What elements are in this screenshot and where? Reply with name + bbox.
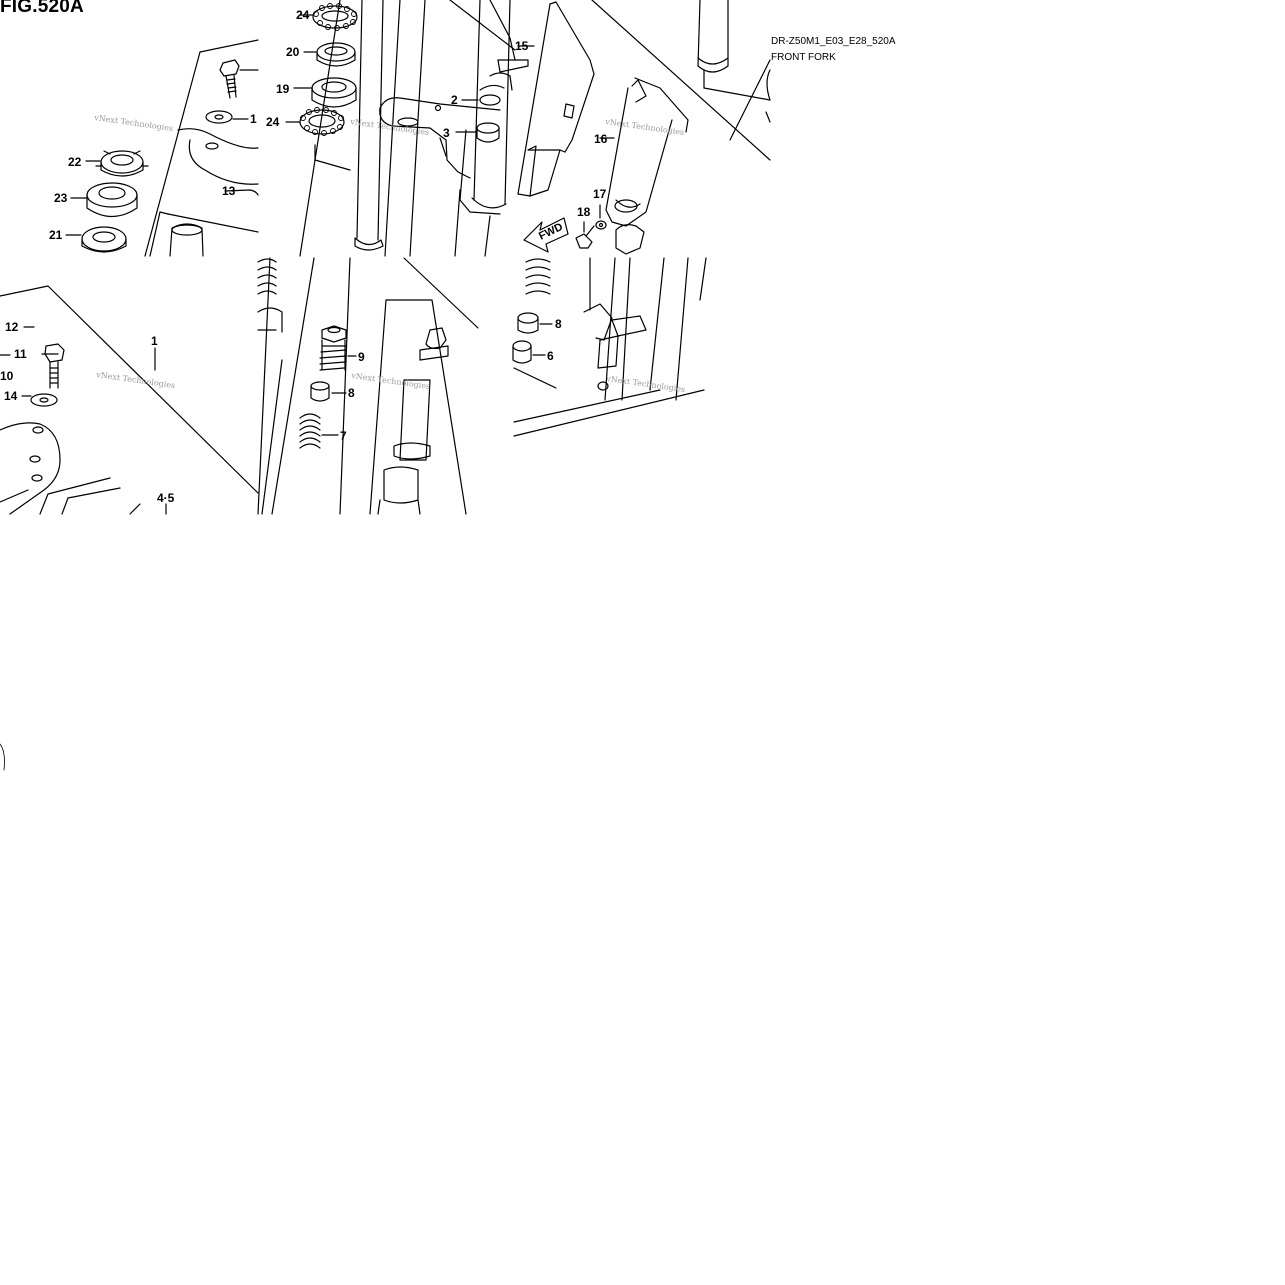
callout-1: 1 xyxy=(151,334,158,348)
tile-lower-left xyxy=(0,285,259,515)
callout-6: 6 xyxy=(547,349,554,363)
tile-upper-right xyxy=(517,0,771,255)
callout-8: 8 xyxy=(555,317,562,331)
callout-24: 24 xyxy=(266,115,280,129)
callout-17: 17 xyxy=(593,187,607,201)
callout-9: 9 xyxy=(358,350,365,364)
callout-11: 11 xyxy=(14,347,27,361)
tile-upper-left xyxy=(65,39,259,257)
callout-20: 20 xyxy=(286,45,300,59)
model-name: FRONT FORK xyxy=(771,52,836,63)
callout-3: 3 xyxy=(443,126,450,140)
figure-title: FIG.520A xyxy=(0,0,84,17)
callout-7: 7 xyxy=(340,429,347,443)
callout-4-5: 4·5 xyxy=(157,491,175,505)
callout-2: 2 xyxy=(451,93,458,107)
callout-16: 16 xyxy=(594,132,608,146)
watermark-text: vNext Technologies xyxy=(95,370,176,390)
callout-10: 10 xyxy=(0,369,14,383)
watermark-text: vNext Technologies xyxy=(93,113,174,133)
tile-lower-middle xyxy=(257,257,479,515)
callout-8: 8 xyxy=(348,386,355,400)
watermark-group: vNext Technologies vNext Technologies vN… xyxy=(93,113,686,394)
callout-14: 14 xyxy=(4,389,18,403)
callout-22: 22 xyxy=(68,155,82,169)
callout-labels: 1 22 23 21 13 24 20 19 24 2 3 15 16 17 1… xyxy=(0,8,608,505)
callout-1: 1 xyxy=(250,112,257,126)
callout-18: 18 xyxy=(577,205,591,219)
callout-24: 24 xyxy=(296,8,310,22)
tile-upper-middle xyxy=(285,0,529,257)
callout-13: 13 xyxy=(222,184,236,198)
watermark-text: vNext Technologies xyxy=(605,374,686,394)
callout-19: 19 xyxy=(276,82,290,96)
callout-23: 23 xyxy=(54,191,68,205)
callout-12: 12 xyxy=(5,320,19,334)
tile-lower-right xyxy=(512,257,707,437)
callout-15: 15 xyxy=(515,39,529,53)
model-code: DR-Z50M1_E03_E28_520A xyxy=(771,36,896,47)
callout-21: 21 xyxy=(49,228,63,242)
watermark-text: vNext Technologies xyxy=(350,371,431,391)
